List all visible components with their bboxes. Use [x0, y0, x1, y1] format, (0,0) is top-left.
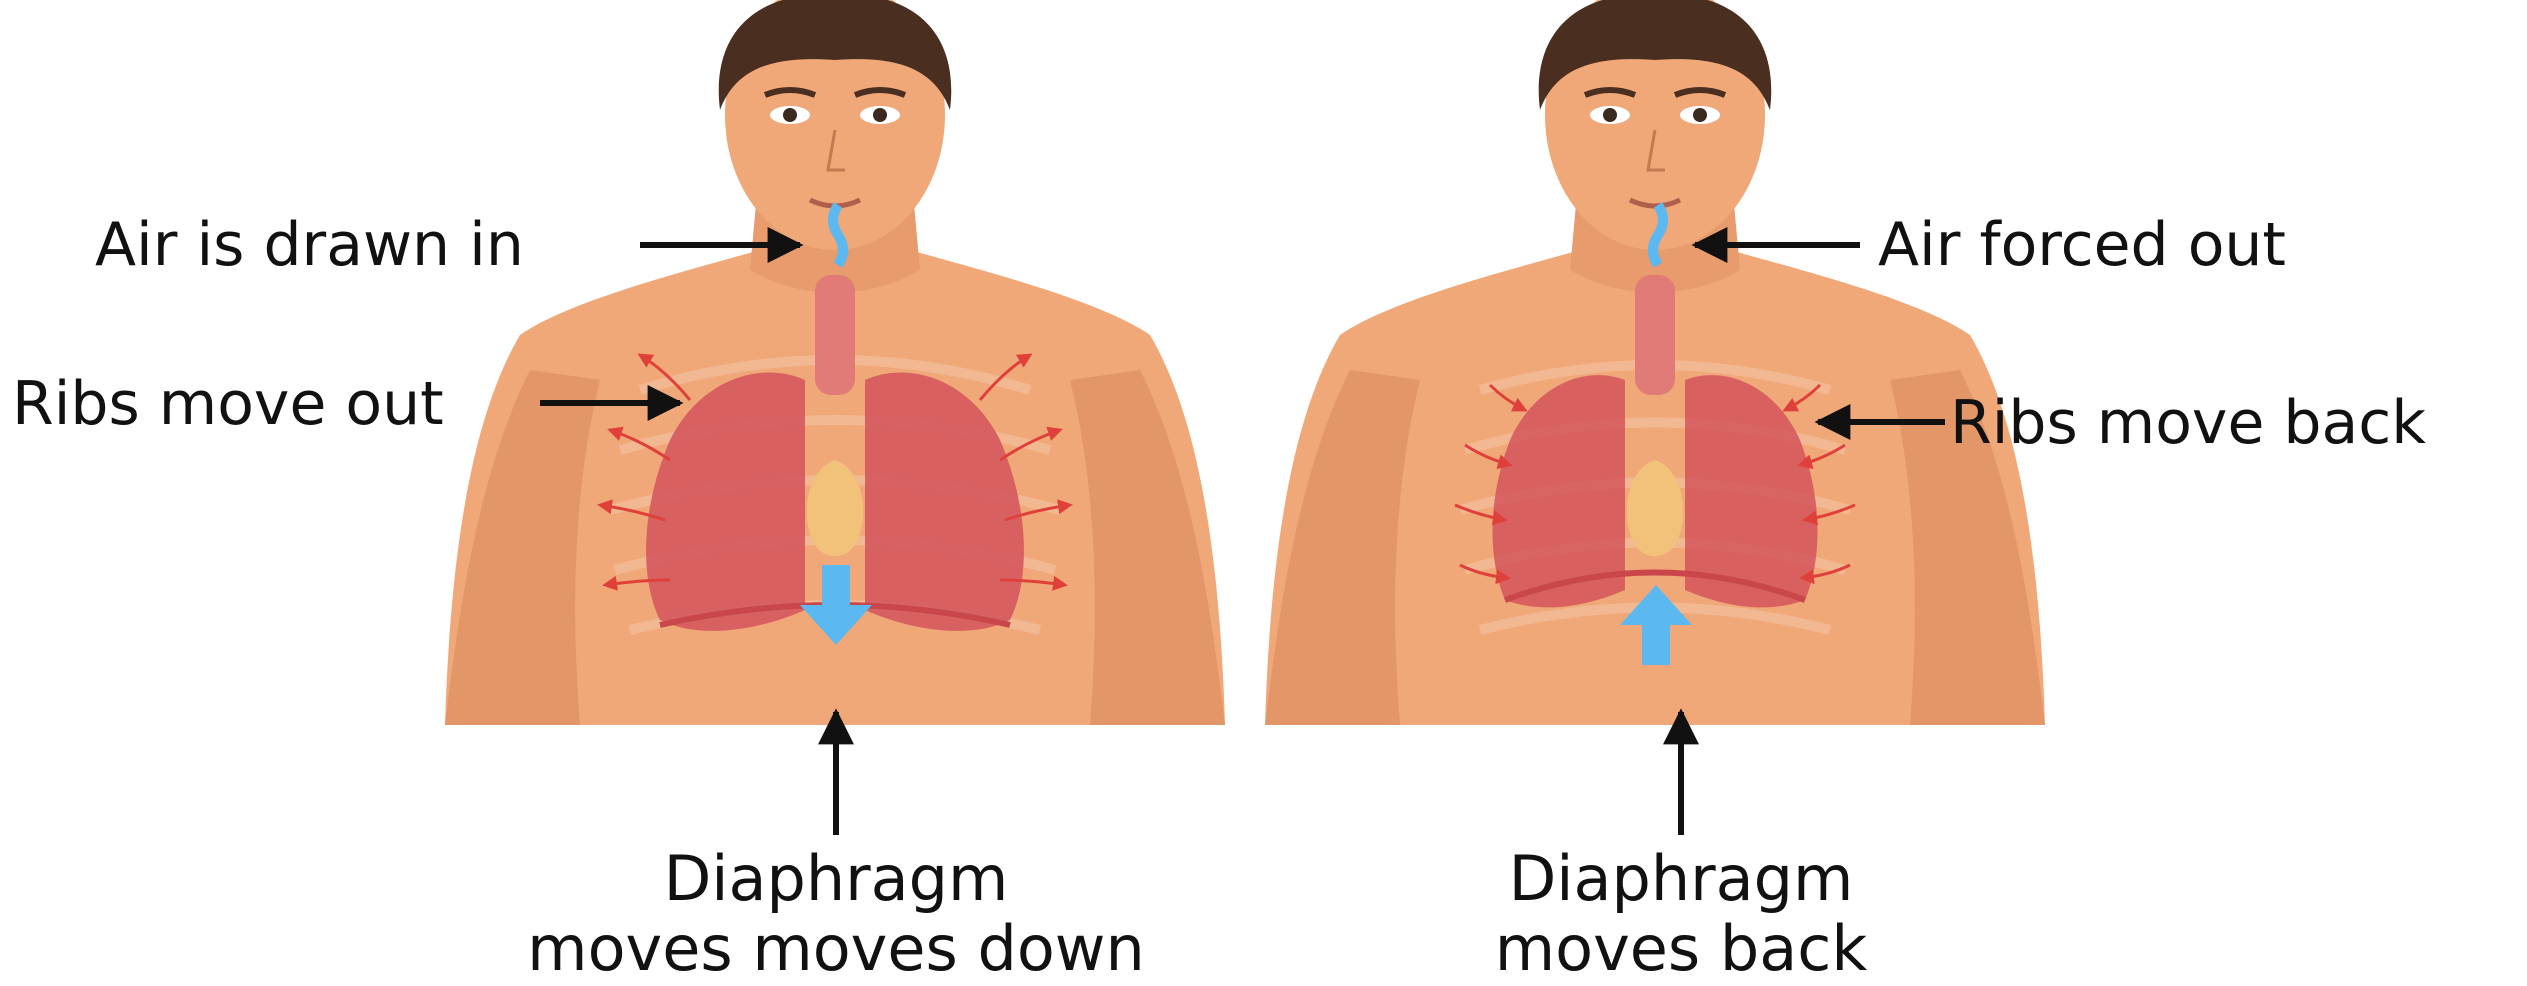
inhale-ribs-label: Ribs move out [12, 369, 444, 439]
exhale-ribs-label: Ribs move back [1950, 388, 2426, 458]
exhale-figure [1265, 0, 2045, 725]
exhale-trachea [1635, 275, 1675, 395]
exhale-air-label: Air forced out [1878, 210, 2286, 280]
inhale-air-label: Air is drawn in [95, 210, 524, 280]
inhale-diaphragm-label-line1: Diaphragm [664, 842, 1009, 915]
exhale-diaphragm-label-line1: Diaphragm [1509, 842, 1854, 915]
inhale-trachea [815, 275, 855, 395]
exhale-diaphragm-label-line2: moves back [1495, 912, 1868, 985]
inhale-diaphragm-label-line2: moves moves down [527, 912, 1145, 985]
inhale-figure [445, 0, 1225, 725]
